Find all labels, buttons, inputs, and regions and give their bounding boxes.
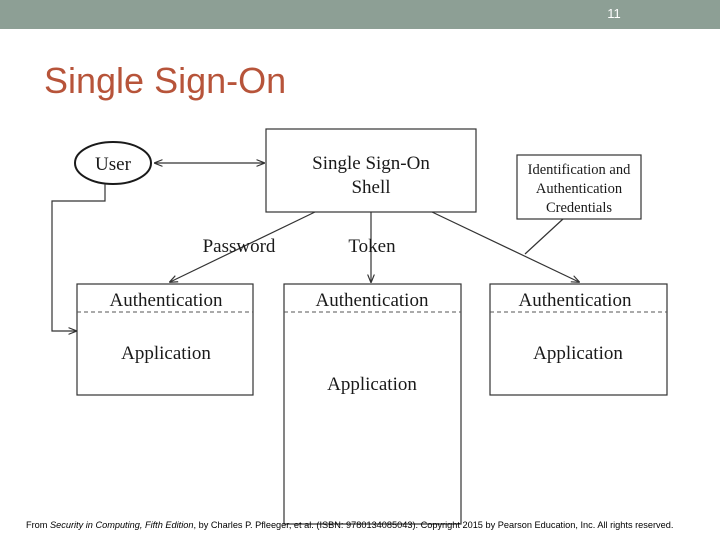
box-3-auth-label: Authentication — [519, 290, 632, 311]
slide-number: 11 — [607, 6, 621, 21]
footer-suffix: , by Charles P. Pfleeger, et al. (ISBN: … — [193, 520, 674, 530]
credentials-node: Identification and Authentication Creden… — [516, 154, 642, 220]
credentials-label-line3: Credentials — [546, 200, 612, 216]
top-bar — [0, 0, 720, 29]
password-arrow — [170, 211, 316, 282]
footer-prefix: From — [26, 520, 50, 530]
user-to-app-arrow — [51, 184, 106, 331]
sso-shell-node: Single Sign-On Shell — [265, 128, 477, 213]
token-label: Token — [348, 236, 396, 257]
slide-title: Single Sign-On — [44, 60, 287, 101]
footer-book-title: Security in Computing, Fifth Edition — [50, 520, 194, 530]
box-2-auth-label: Authentication — [316, 290, 429, 311]
shell-to-box3-arrow — [431, 211, 579, 282]
auth-app-box-1: Authentication Application — [76, 283, 254, 396]
box-2-app-label: Application — [327, 374, 417, 395]
sso-shell-label-line1: Single Sign-On — [312, 153, 430, 174]
citation-footer: From Security in Computing, Fifth Editio… — [26, 520, 706, 530]
credentials-connector — [524, 218, 564, 255]
password-label: Password — [203, 236, 276, 257]
box-3-app-label: Application — [533, 343, 623, 364]
credentials-label-line1: Identification and — [528, 162, 631, 178]
box-1-app-label: Application — [121, 343, 211, 364]
auth-app-box-2: Authentication Application — [283, 283, 462, 525]
credentials-label-line2: Authentication — [536, 181, 623, 197]
user-label: User — [95, 154, 132, 175]
auth-app-box-3: Authentication Application — [489, 283, 668, 396]
box-1-auth-label: Authentication — [110, 290, 223, 311]
user-node: User — [74, 141, 152, 185]
sso-shell-label-line2: Shell — [351, 177, 390, 198]
